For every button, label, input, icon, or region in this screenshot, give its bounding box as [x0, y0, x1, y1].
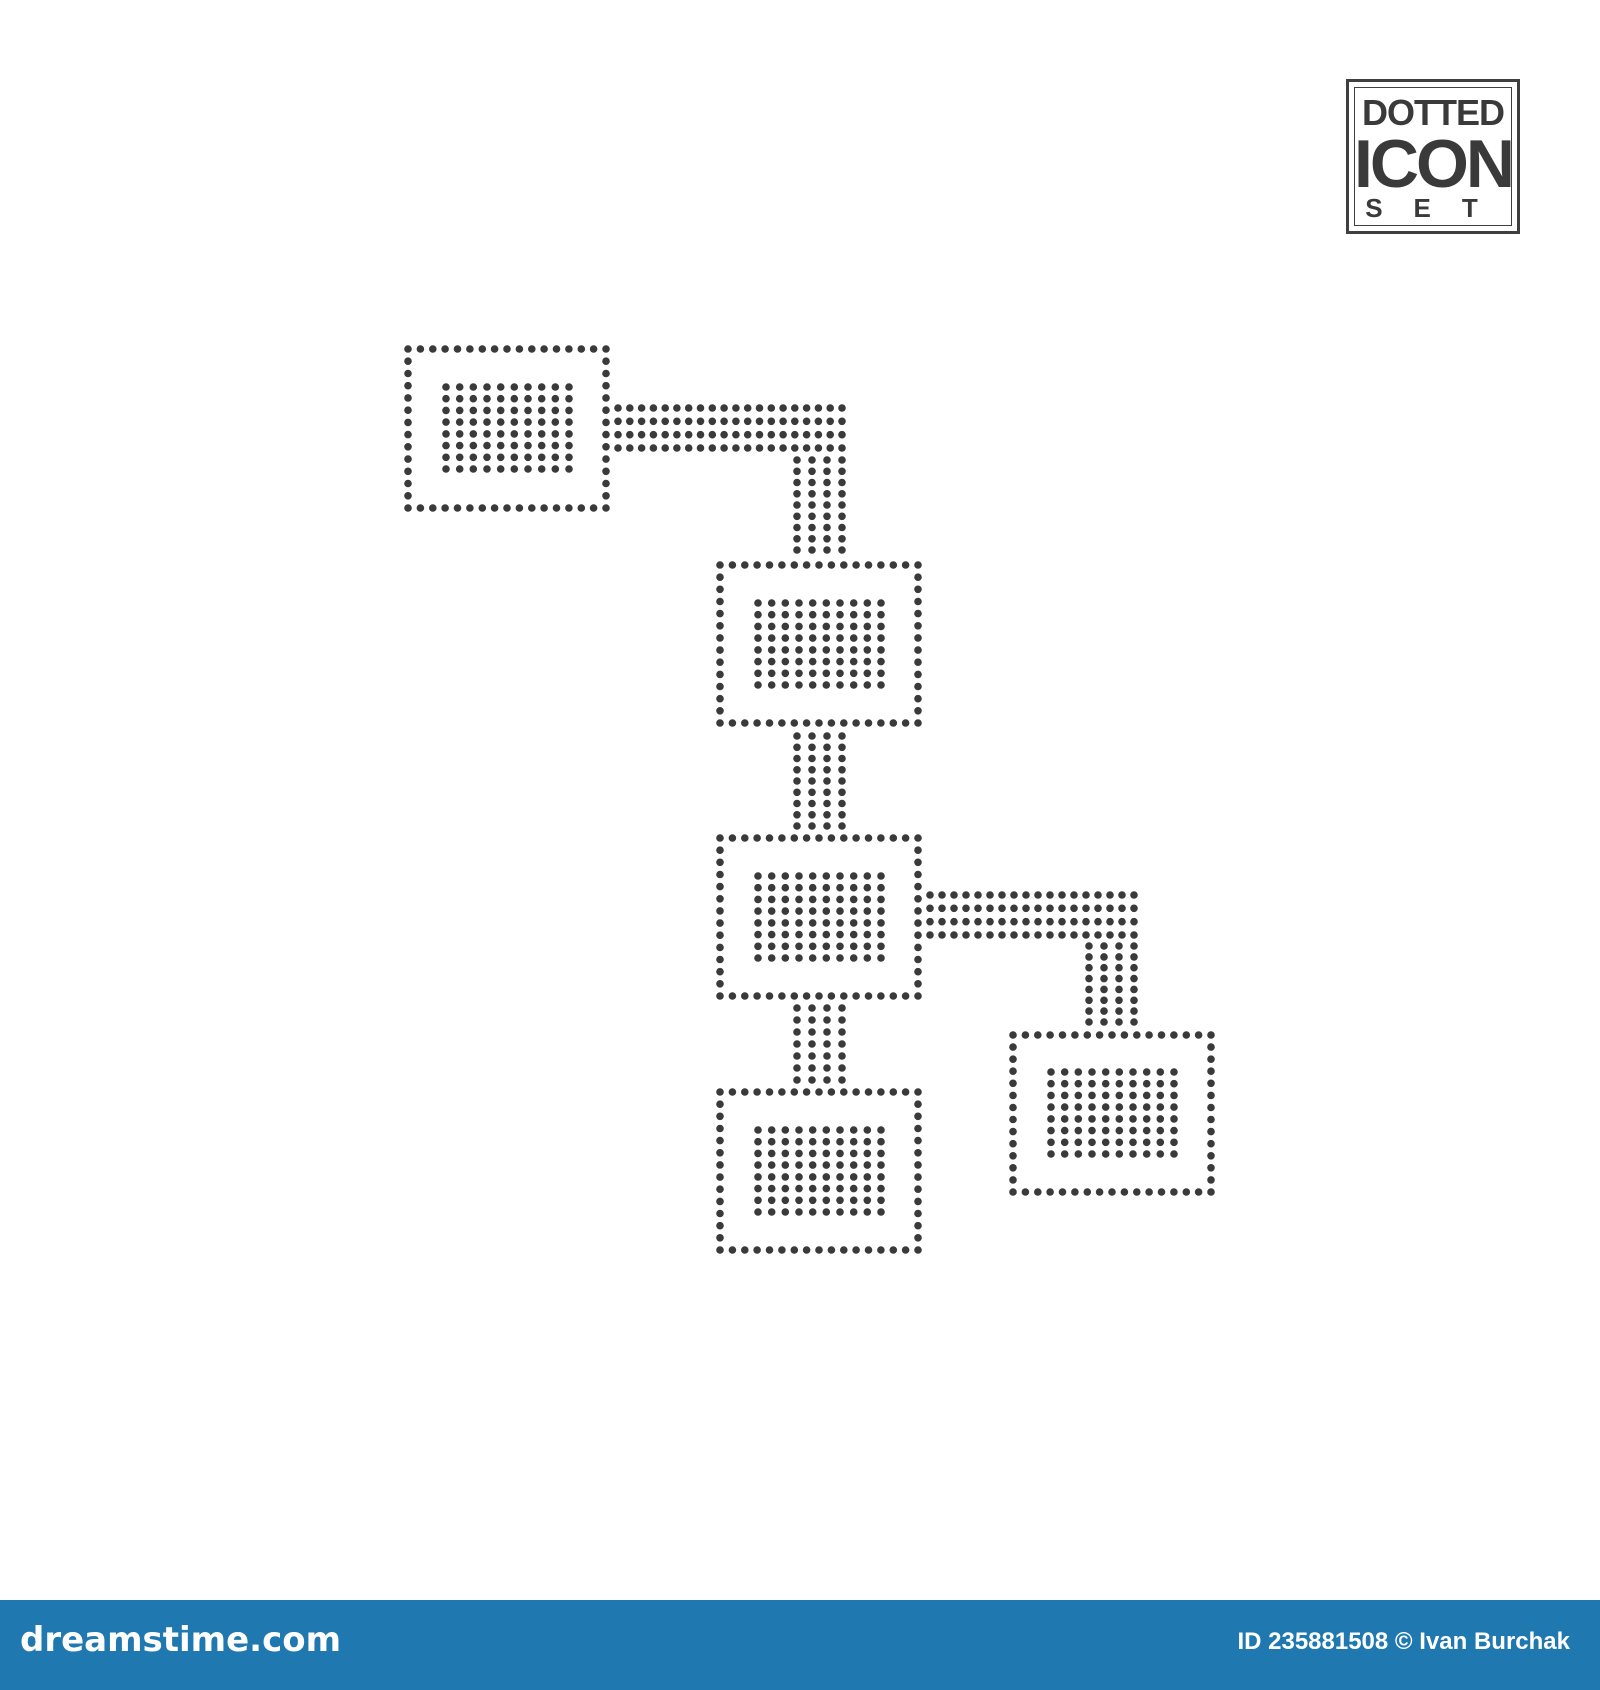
flow-node-4 — [716, 1088, 922, 1254]
flow-node-2 — [716, 561, 922, 727]
dotted-icon-set-badge: DOTTED ICON SET — [1346, 79, 1520, 234]
footer-credit: ID 235881508 © Ivan Burchak — [1237, 1628, 1570, 1655]
flow-connector-3-4 — [793, 1004, 846, 1084]
flow-node-1 — [404, 345, 610, 512]
flow-connector-2-3 — [793, 732, 846, 830]
badge-line-set: SET — [1365, 193, 1509, 223]
footer-brand[interactable]: dreamstime.com — [20, 1620, 342, 1660]
flow-connector-3-5 — [926, 891, 1138, 1026]
badge-line-dotted: DOTTED — [1362, 92, 1505, 133]
flow-connector-1-2 — [614, 404, 846, 554]
badge-line-icon: ICON — [1354, 126, 1515, 202]
flow-node-5 — [1009, 1031, 1215, 1196]
flow-node-3 — [716, 834, 922, 1000]
flowchart-dotted-icon — [404, 345, 1215, 1254]
footer-bar: dreamstime.com ID 235881508 © Ivan Burch… — [0, 1600, 1600, 1690]
